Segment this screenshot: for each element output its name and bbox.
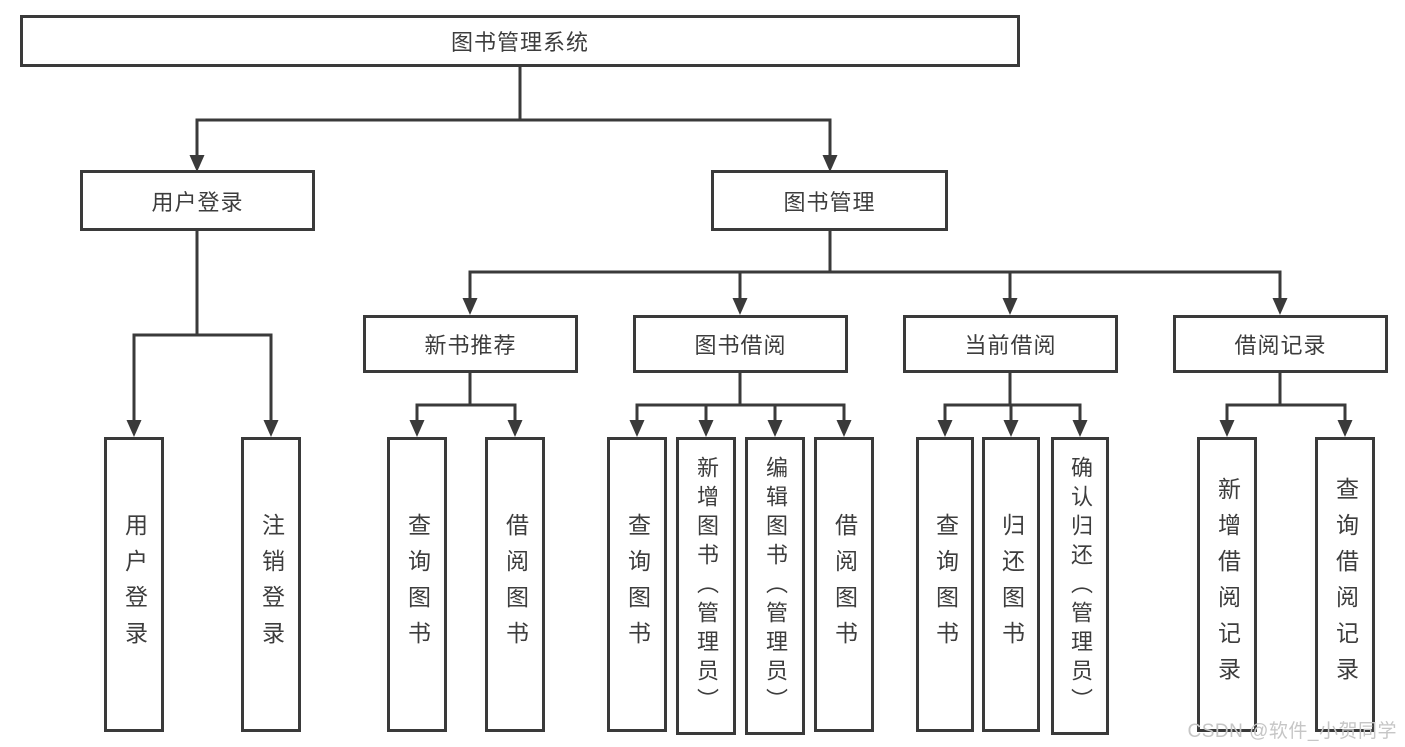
leaf-borrow-add-admin: 新增图书（管理员） <box>676 437 736 735</box>
node-user-login-label: 用户登录 <box>151 189 244 215</box>
node-root-label: 图书管理系统 <box>450 30 589 55</box>
connector-user-login <box>132 231 273 424</box>
leaf-current-query-label: 查询图书 <box>932 512 959 657</box>
connector-book-borrow <box>635 373 846 424</box>
leaf-user-login: 用户登录 <box>104 437 164 732</box>
node-root: 图书管理系统 <box>20 15 1020 67</box>
leaf-newbooks-borrow: 借阅图书 <box>485 437 545 732</box>
leaf-borrow-query: 查询图书 <box>607 437 667 732</box>
connector-root <box>195 67 832 159</box>
node-borrow-records-label: 借阅记录 <box>1234 333 1327 358</box>
leaf-newbooks-borrow-label: 借阅图书 <box>502 512 529 657</box>
leaf-current-confirm-admin: 确认归还（管理员） <box>1051 437 1109 735</box>
connector-current-borrow <box>943 373 1082 424</box>
leaf-current-return: 归还图书 <box>982 437 1040 732</box>
node-user-login: 用户登录 <box>80 170 315 231</box>
leaf-records-query: 查询借阅记录 <box>1315 437 1375 732</box>
leaf-borrow-edit-admin-label: 编辑图书（管理员） <box>763 455 788 717</box>
leaf-borrow-book-label: 借阅图书 <box>831 512 858 657</box>
leaf-logout: 注销登录 <box>241 437 301 732</box>
leaf-current-return-label: 归还图书 <box>998 512 1025 657</box>
node-book-mgmt: 图书管理 <box>711 170 948 231</box>
node-book-borrow: 图书借阅 <box>633 315 848 373</box>
connector-book-mgmt <box>468 231 1282 302</box>
leaf-borrow-edit-admin: 编辑图书（管理员） <box>745 437 805 735</box>
arrowheads <box>126 155 1353 437</box>
node-new-books: 新书推荐 <box>363 315 578 373</box>
leaf-records-add: 新增借阅记录 <box>1197 437 1257 732</box>
csdn-watermark: CSDN @软件_小贺同学 <box>1187 721 1397 742</box>
leaf-newbooks-query: 查询图书 <box>387 437 447 732</box>
leaf-borrow-book: 借阅图书 <box>814 437 874 732</box>
leaf-user-login-label: 用户登录 <box>121 512 148 657</box>
leaf-newbooks-query-label: 查询图书 <box>404 512 431 657</box>
node-book-mgmt-label: 图书管理 <box>783 189 876 215</box>
node-current-borrow: 当前借阅 <box>903 315 1118 373</box>
leaf-logout-label: 注销登录 <box>258 512 285 657</box>
leaf-current-confirm-admin-label: 确认归还（管理员） <box>1068 455 1093 717</box>
connector-borrow-records <box>1225 373 1347 424</box>
node-current-borrow-label: 当前借阅 <box>964 333 1057 358</box>
leaf-borrow-add-admin-label: 新增图书（管理员） <box>694 455 719 717</box>
connector-new-books <box>415 373 517 424</box>
node-borrow-records: 借阅记录 <box>1173 315 1388 373</box>
leaf-borrow-query-label: 查询图书 <box>624 512 651 657</box>
node-book-borrow-label: 图书借阅 <box>694 333 787 358</box>
leaf-current-query: 查询图书 <box>916 437 974 732</box>
leaf-records-query-label: 查询借阅记录 <box>1332 476 1359 693</box>
node-new-books-label: 新书推荐 <box>424 333 517 358</box>
leaf-records-add-label: 新增借阅记录 <box>1214 476 1241 693</box>
